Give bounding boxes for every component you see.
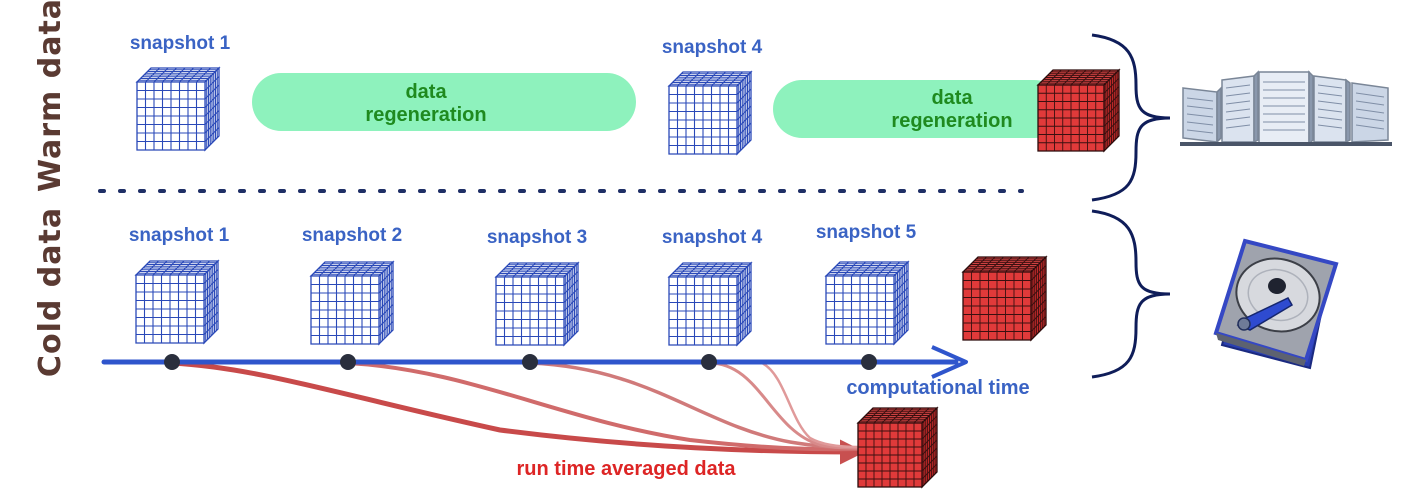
regeneration-label-2-line2: regeneration [891, 110, 1012, 132]
cold-snapshot-5-cube [824, 260, 910, 346]
averaging-curve-from-snapshot-4 [707, 361, 860, 450]
regeneration-bar-1: data regeneration [252, 73, 636, 131]
timeline-point-3 [522, 354, 538, 370]
cold-snapshot-4-cube [667, 261, 753, 347]
regeneration-bar-2: data regeneration [773, 80, 1063, 138]
timeline-point-4 [701, 354, 717, 370]
cold-snapshot-3-cube [494, 261, 580, 347]
averaging-curves [169, 360, 865, 465]
warm-snapshot-1-cube [135, 66, 221, 152]
averaging-curve-from-snapshot-5 [760, 361, 860, 449]
warm-snapshot-1-label: snapshot 1 [130, 33, 231, 54]
run-time-averaged-label: run time averaged data [517, 458, 737, 480]
timeline-point-1 [164, 354, 180, 370]
server-rack-icon [1180, 70, 1392, 146]
cold-snapshot-3-label: snapshot 3 [487, 227, 587, 248]
cold-snapshot-2-cube [309, 260, 395, 346]
warm-snapshot-4-cube [667, 70, 753, 156]
run-time-averaged-cube [856, 406, 939, 489]
cold-snapshot-4-label: snapshot 4 [662, 227, 763, 248]
averaging-curve-from-snapshot-1 [169, 360, 865, 465]
cold-data-label: Cold data [33, 207, 68, 377]
regeneration-label-2-line1: data [931, 87, 973, 109]
cold-brace-icon [1091, 209, 1171, 379]
timeline-arrowhead [931, 345, 968, 379]
timeline-point-5 [861, 354, 877, 370]
warm-data-label: Warm data [33, 0, 68, 192]
warm-snapshot-4-label: snapshot 4 [662, 37, 763, 58]
cold-snapshot-2-label: snapshot 2 [302, 225, 402, 246]
regeneration-label-1-line1: data [405, 81, 447, 103]
computational-timeline [101, 345, 968, 379]
cold-snapshot-5-label: snapshot 5 [816, 222, 917, 243]
cold-snapshot-1-cube [134, 259, 220, 345]
hard-disk-drive-icon [1213, 238, 1339, 370]
cold-final-cube [961, 255, 1048, 342]
cold-snapshot-1-label: snapshot 1 [129, 225, 230, 246]
regeneration-label-1-line2: regeneration [365, 104, 486, 126]
warm-brace-icon [1091, 33, 1171, 202]
averaging-curve-from-snapshot-2 [346, 361, 860, 452]
warm-result-cube [1036, 68, 1121, 153]
timeline-point-2 [340, 354, 356, 370]
computational-time-label: computational time [846, 377, 1029, 399]
